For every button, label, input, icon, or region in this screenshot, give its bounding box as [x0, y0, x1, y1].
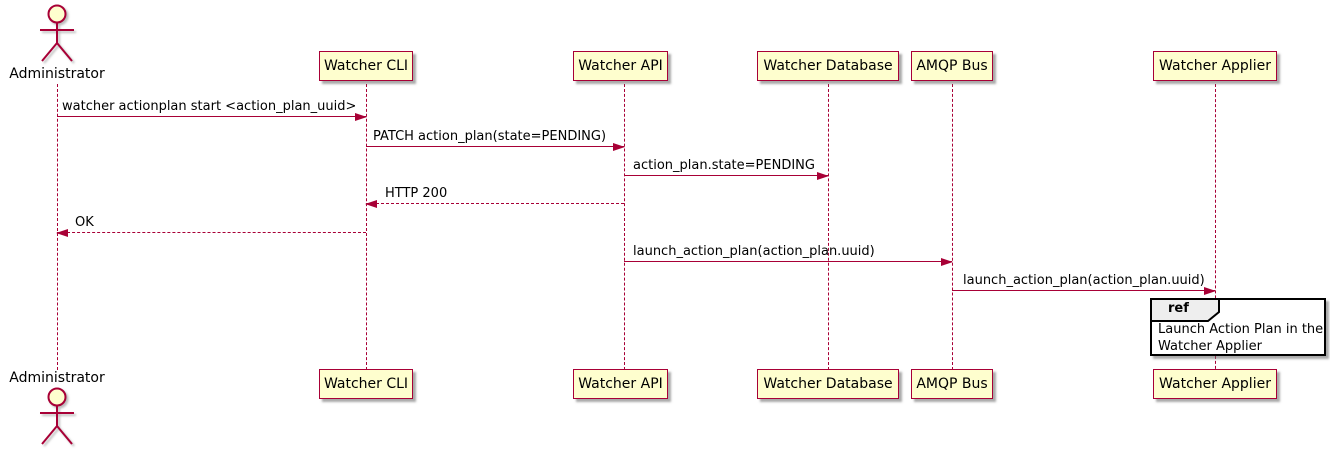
message-line — [366, 203, 624, 204]
arrowhead-left-icon — [365, 200, 377, 208]
message-line — [366, 146, 624, 147]
message-text: HTTP 200 — [385, 186, 448, 201]
participant-label: Watcher API — [578, 376, 663, 392]
message-ok: OK — [56, 215, 366, 237]
participant-label: AMQP Bus — [916, 376, 988, 392]
participant-amqp-bus-bottom: AMQP Bus — [911, 369, 993, 399]
actor-label-bottom: Administrator — [9, 370, 105, 386]
message-http-200: HTTP 200 — [365, 186, 624, 208]
message-line — [57, 116, 366, 117]
message-line — [624, 175, 828, 176]
participant-watcher-api-top: Watcher API — [573, 51, 668, 81]
participant-watcher-cli-bottom: Watcher CLI — [319, 369, 413, 399]
message-text: watcher actionplan start <action_plan_uu… — [62, 99, 357, 114]
message-launch-action-plan-applier: launch_action_plan(action_plan.uuid) — [952, 273, 1216, 295]
participant-watcher-database-top: Watcher Database — [757, 51, 899, 81]
arrowhead-right-icon — [817, 172, 829, 180]
message-text: PATCH action_plan(state=PENDING) — [373, 129, 607, 144]
message-line — [952, 290, 1215, 291]
participant-label: Watcher Applier — [1159, 58, 1271, 74]
arrowhead-right-icon — [1204, 287, 1216, 295]
lifeline-watcher-database — [827, 84, 829, 370]
message-patch-action-plan: PATCH action_plan(state=PENDING) — [366, 129, 625, 151]
message-text: launch_action_plan(action_plan.uuid) — [963, 273, 1205, 288]
actor-icon — [40, 387, 74, 445]
message-text: launch_action_plan(action_plan.uuid) — [633, 244, 875, 259]
participant-label: AMQP Bus — [916, 58, 988, 74]
message-actionplan-start: watcher actionplan start <action_plan_uu… — [57, 99, 367, 121]
ref-text-line-1: Launch Action Plan in the — [1158, 322, 1324, 337]
ref-fragment: ref Launch Action Plan in the Watcher Ap… — [1150, 298, 1326, 356]
participant-amqp-bus-top: AMQP Bus — [911, 51, 993, 81]
ref-text-line-2: Watcher Applier — [1158, 339, 1262, 354]
lifeline-watcher-api — [623, 84, 625, 370]
participant-label: Watcher CLI — [323, 376, 409, 392]
participant-label: Watcher Applier — [1159, 376, 1271, 392]
participant-label: Watcher Database — [763, 376, 893, 392]
message-launch-action-plan-amqp: launch_action_plan(action_plan.uuid) — [624, 244, 953, 266]
actor-label-top: Administrator — [9, 66, 105, 82]
participant-label: Watcher CLI — [323, 58, 409, 74]
ref-header-pentagon — [1151, 299, 1220, 322]
participant-watcher-cli-top: Watcher CLI — [319, 51, 413, 81]
participant-watcher-applier-top: Watcher Applier — [1153, 51, 1277, 81]
message-line — [57, 232, 366, 233]
message-line — [624, 261, 952, 262]
message-state-pending: action_plan.state=PENDING — [624, 158, 829, 180]
participant-label: Watcher Database — [763, 58, 893, 74]
arrowhead-right-icon — [613, 143, 625, 151]
participant-watcher-api-bottom: Watcher API — [573, 369, 668, 399]
message-text: OK — [75, 215, 94, 230]
arrowhead-right-icon — [355, 113, 367, 121]
lifeline-watcher-cli — [365, 84, 367, 370]
arrowhead-right-icon — [941, 258, 953, 266]
lifeline-administrator — [56, 84, 58, 370]
actor-icon — [40, 4, 74, 62]
participant-watcher-applier-bottom: Watcher Applier — [1153, 369, 1277, 399]
participant-label: Watcher API — [578, 58, 663, 74]
arrowhead-left-icon — [56, 229, 68, 237]
ref-keyword: ref — [1168, 301, 1189, 316]
lifeline-watcher-applier — [1214, 84, 1216, 384]
lifeline-amqp-bus — [951, 84, 953, 370]
message-text: action_plan.state=PENDING — [633, 158, 815, 173]
participant-watcher-database-bottom: Watcher Database — [757, 369, 899, 399]
